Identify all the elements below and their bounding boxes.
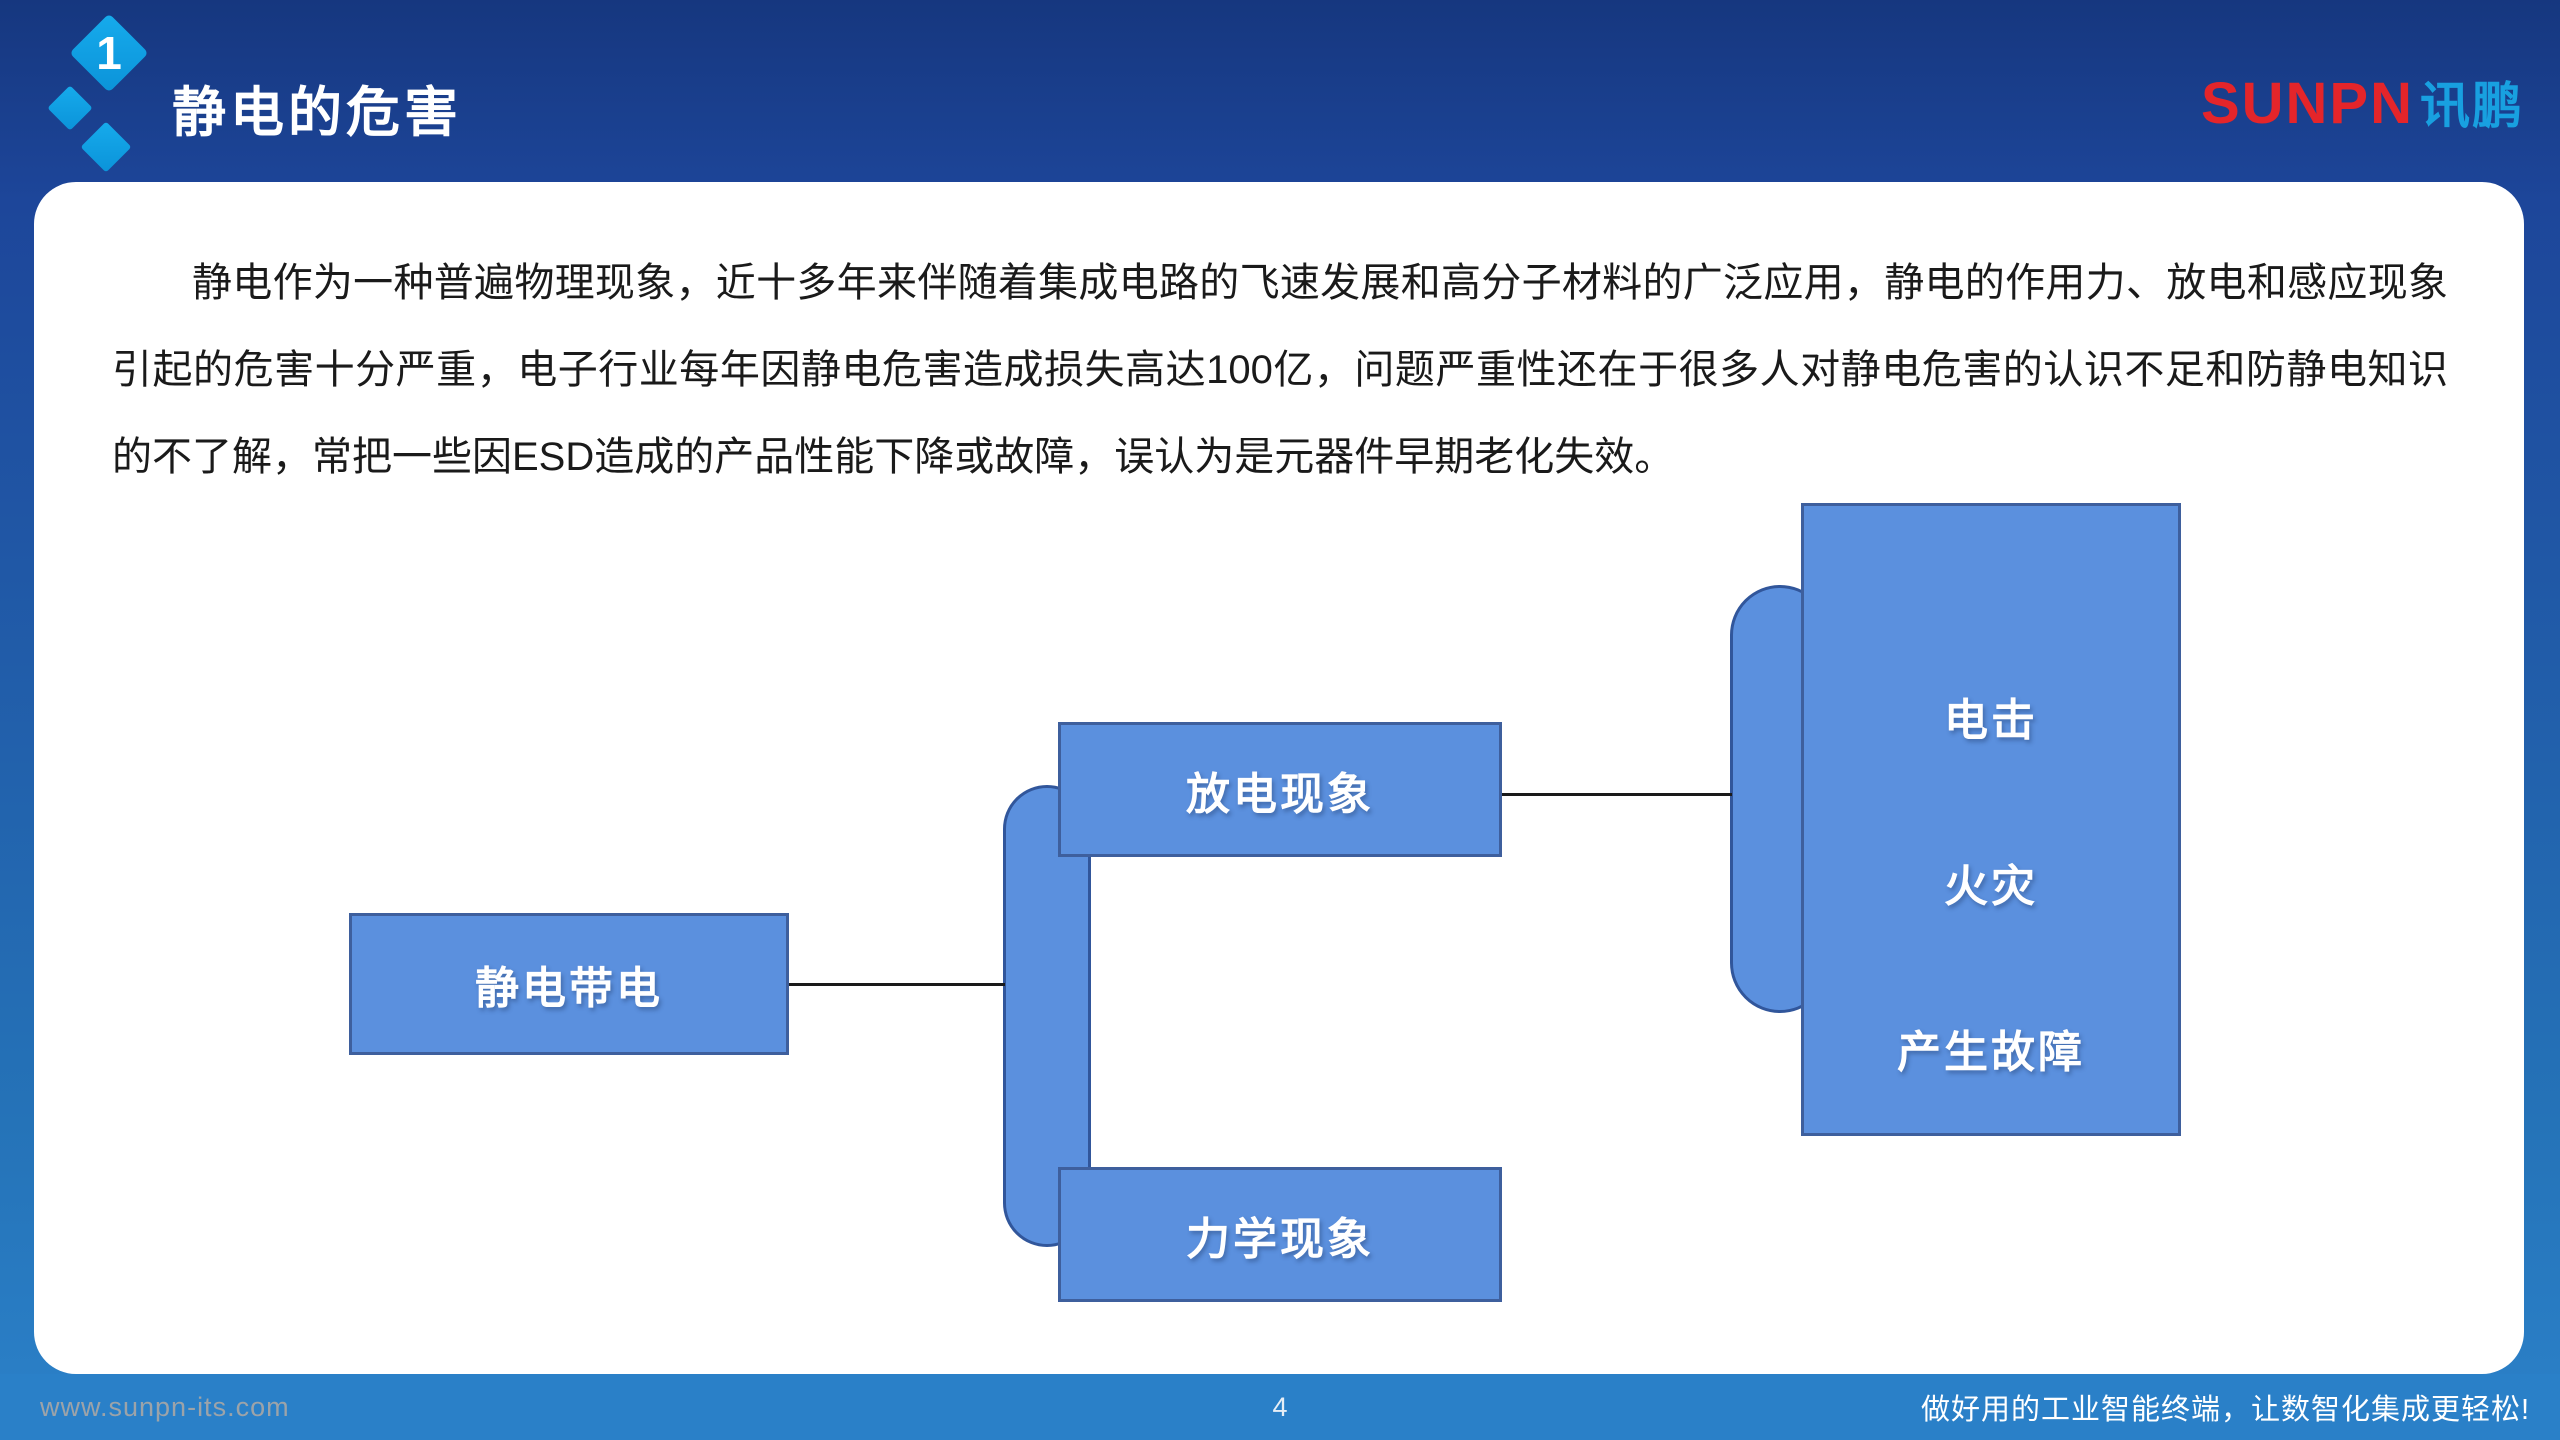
- box-label: 火灾: [1944, 862, 2038, 911]
- footer-slogan: 做好用的工业智能终端，让数智化集成更轻松!: [1920, 1394, 2530, 1426]
- diagram-box-discharge-phenomenon: 放电现象: [1058, 722, 1502, 857]
- footer-page-number: 4: [1272, 1391, 1288, 1422]
- connector-line: [788, 983, 1005, 986]
- slide-number-diamond-icon: 1: [69, 13, 149, 93]
- decor-diamond-icon: [47, 85, 93, 131]
- diagram-box-static-charging: 静电带电: [349, 913, 789, 1055]
- diagram-box-consequences: 电击 火灾 产生故障: [1801, 503, 2181, 1136]
- header-bar: 1 静电的危害 SUNPN 讯鹏: [0, 0, 2560, 182]
- box-label: 放电现象: [1186, 769, 1374, 819]
- box-label: 电击: [1944, 696, 2038, 745]
- diagram-box-mechanical-phenomenon: 力学现象: [1058, 1167, 1502, 1302]
- decor-diamond-icon: [80, 121, 132, 173]
- company-logo: SUNPN 讯鹏: [2201, 66, 2524, 138]
- slide-number: 1: [96, 27, 122, 79]
- footer-bar: www.sunpn-its.com 4 做好用的工业智能终端，让数智化集成更轻松…: [0, 1374, 2560, 1440]
- connector-line: [1500, 793, 1732, 796]
- footer-website: www.sunpn-its.com: [40, 1391, 290, 1422]
- logo-cjk-text: 讯鹏: [2420, 78, 2524, 134]
- box-label: 静电带电: [475, 964, 663, 1013]
- box-label: 产生故障: [1897, 1028, 2085, 1077]
- page-title: 静电的危害: [172, 83, 462, 143]
- logo-latin-text: SUNPN: [2200, 71, 2414, 136]
- body-paragraph: 静电作为一种普遍物理现象，近十多年来伴随着集成电路的飞速发展和高分子材料的广泛应…: [112, 261, 2448, 479]
- box-label: 力学现象: [1186, 1214, 1374, 1264]
